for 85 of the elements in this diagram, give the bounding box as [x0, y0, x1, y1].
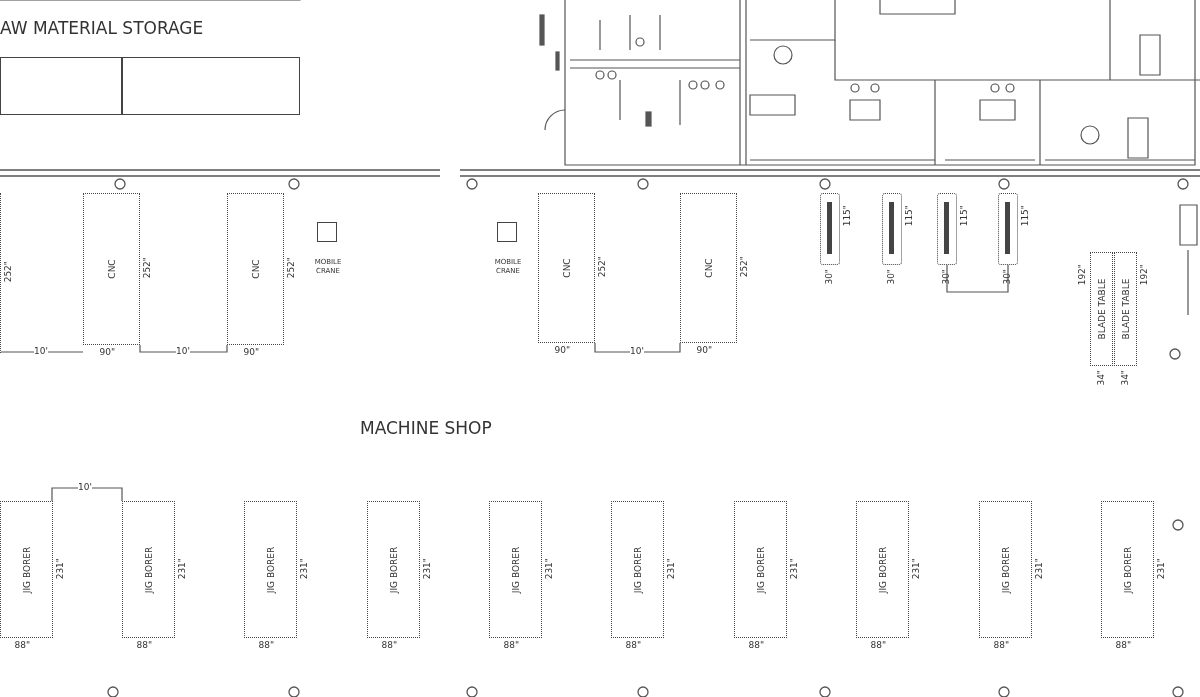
equipment-label: BLADE TABLE [1097, 278, 1106, 340]
equipment-label: JIG BORER [511, 546, 520, 593]
equipment-label: JIG BORER [633, 546, 642, 593]
dimension-label: 252" [143, 257, 152, 279]
equipment-label: CNC [251, 259, 260, 279]
machine-outline [367, 501, 420, 638]
dimension-label: 88" [993, 641, 1010, 650]
dimension-label: 252" [287, 257, 296, 279]
machine-outline [244, 501, 297, 638]
workbench-outline [937, 193, 957, 265]
machine-outline [1090, 252, 1113, 366]
machine-outline [122, 501, 175, 638]
machine-outline [1101, 501, 1154, 638]
dimension-label: 88" [503, 641, 520, 650]
dimension-label: 90" [554, 346, 571, 355]
dimension-label: 90" [99, 348, 116, 357]
equipment-label: BLADE TABLE [1121, 278, 1130, 340]
dimension-label: 192" [1140, 264, 1149, 286]
dimension-label: 231" [1157, 557, 1166, 579]
dimension-label: 88" [870, 641, 887, 650]
machine-outline [227, 193, 284, 345]
dimension-label: 231" [790, 557, 799, 579]
dimension-label: 231" [667, 557, 676, 579]
machine-outline [856, 501, 909, 638]
machine-outline [1114, 252, 1137, 366]
storage-rack-outline [122, 57, 300, 115]
equipment-label: JIG BORER [389, 546, 398, 593]
dimension-label: 90" [243, 348, 260, 357]
equipment-label: JIG BORER [144, 546, 153, 593]
dimension-label: 252" [4, 261, 13, 283]
equipment-label: CNC [704, 258, 713, 278]
dimension-label: 30" [942, 269, 951, 285]
workbench-outline [998, 193, 1018, 265]
workbench-outline [820, 193, 840, 265]
equipment-label: JIG BORER [266, 546, 275, 593]
equipment-label: JIG BORER [878, 546, 887, 593]
machine-outline [611, 501, 664, 638]
dimension-label: 115" [960, 205, 969, 227]
dimension-label: 231" [178, 557, 187, 579]
storage-rack-outline [0, 57, 122, 115]
dimension-label: 88" [381, 641, 398, 650]
dimension-label: 231" [300, 557, 309, 579]
equipment-label: JIG BORER [1123, 546, 1132, 593]
dimension-label: 88" [258, 641, 275, 650]
dimension-label: 115" [905, 205, 914, 227]
dimension-label: 115" [843, 205, 852, 227]
equipment-label: JIG BORER [756, 546, 765, 593]
dimension-label: 10' [34, 347, 48, 356]
room-label: AW MATERIAL STORAGE [0, 20, 204, 37]
dimension-label: 88" [748, 641, 765, 650]
dimension-label: 30" [1003, 269, 1012, 285]
dimension-label: 231" [423, 557, 432, 579]
machine-outline [734, 501, 787, 638]
equipment-label: CNC [562, 258, 571, 278]
dimension-label: 34" [1120, 370, 1130, 386]
area-label: MACHINE SHOP [360, 420, 492, 437]
machine-outline [538, 193, 595, 343]
dimension-label: 231" [1035, 557, 1044, 579]
dimension-label: 192" [1078, 264, 1087, 286]
dimension-label: 88" [625, 641, 642, 650]
dimension-label: 10' [176, 347, 190, 356]
dimension-label: 10' [78, 483, 92, 492]
equipment-label: JIG BORER [1001, 546, 1010, 593]
dimension-label: 252" [598, 256, 607, 278]
machine-outline [979, 501, 1032, 638]
dimension-label: 90" [696, 346, 713, 355]
machine-outline [489, 501, 542, 638]
dimension-label: 34" [1096, 370, 1106, 386]
dimension-label: 231" [56, 557, 65, 579]
dimension-label: 252" [740, 256, 749, 278]
equipment-label: JIG BORER [22, 546, 31, 593]
dimension-label: 88" [14, 641, 31, 650]
dimension-label: 231" [545, 557, 554, 579]
dimension-label: 115" [1021, 205, 1030, 227]
workbench-outline [882, 193, 902, 265]
machine-outline [680, 193, 737, 343]
dimension-label: 231" [912, 557, 921, 579]
dimension-label: 30" [887, 269, 896, 285]
machine-outline [83, 193, 140, 345]
equipment-label: CNC [107, 259, 116, 279]
dimension-label: 30" [825, 269, 834, 285]
machine-outline [0, 501, 53, 638]
dimension-label: 88" [1115, 641, 1132, 650]
dimension-label: 10' [630, 347, 644, 356]
dimension-label: 88" [136, 641, 153, 650]
